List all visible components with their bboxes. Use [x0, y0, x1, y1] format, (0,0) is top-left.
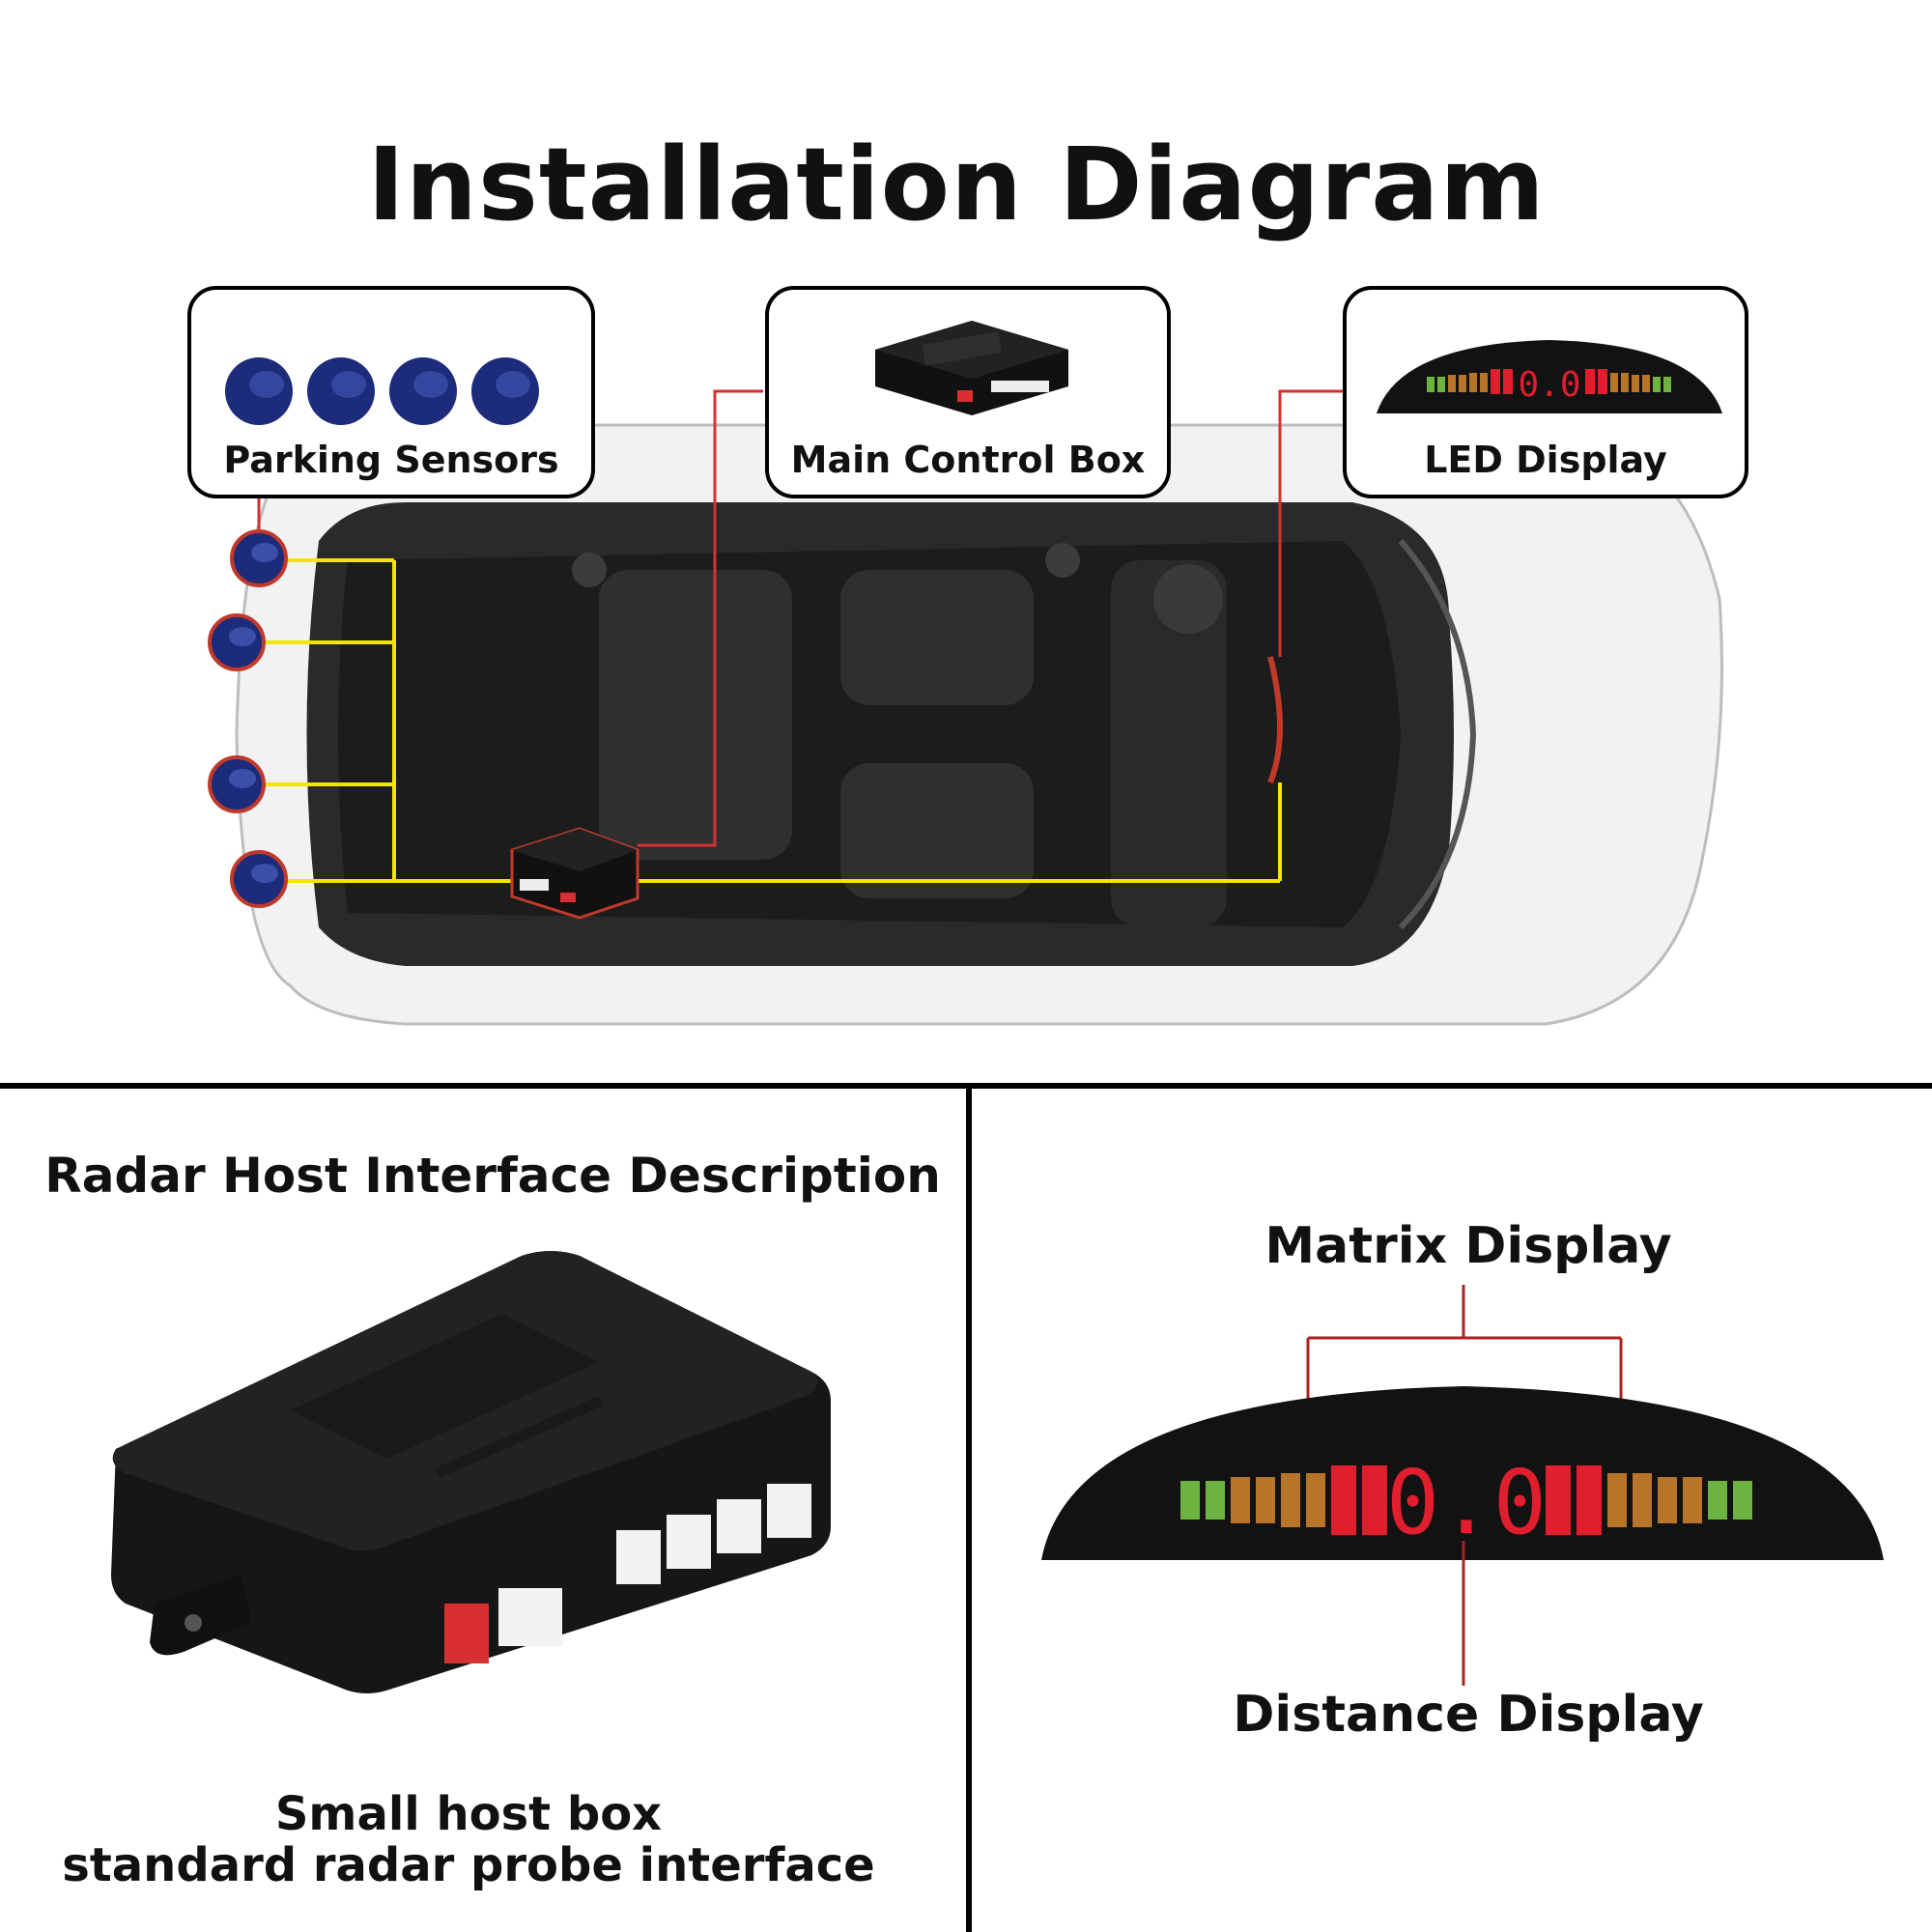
car-top-view — [235, 423, 1723, 1026]
sensor-icon — [208, 755, 266, 813]
distance-display-label: Distance Display — [1233, 1686, 1704, 1744]
led-display-reading: 0.0 — [1518, 365, 1580, 405]
interface-title: Radar Host Interface Description — [44, 1148, 941, 1204]
sensor-wiring — [261, 558, 1282, 883]
callout-led-display: 0.0 LED Display — [1343, 286, 1748, 498]
matrix-display-diagram: 0.0 — [1041, 1285, 1884, 1686]
led-display-label: LED Display — [1424, 439, 1667, 481]
callout-parking-sensors: Parking Sensors — [187, 286, 595, 498]
control-box-on-car — [510, 827, 639, 920]
parking-sensors-icon — [225, 357, 539, 425]
page-title: Installation Diagram — [367, 126, 1546, 243]
main-control-box-label: Main Control Box — [790, 439, 1146, 481]
led-display-icon: 0.0 — [1377, 340, 1722, 413]
sensor-port-b-icon — [667, 1515, 711, 1569]
control-box-icon — [875, 321, 1068, 415]
interface-caption: Small host box standard radar probe inte… — [39, 1789, 898, 1891]
installation-diagram — [208, 389, 1723, 1026]
parking-sensors-label: Parking Sensors — [223, 439, 559, 481]
radar-host-box-image — [111, 1251, 831, 1693]
mounting-tab-icon — [150, 1575, 251, 1656]
sensor-port-a-icon — [616, 1530, 661, 1584]
sensor-port-d-icon — [767, 1484, 811, 1538]
matrix-display-label: Matrix Display — [1264, 1217, 1672, 1275]
display-port-icon — [498, 1588, 562, 1646]
sensor-icon — [230, 529, 288, 587]
power-port-icon — [444, 1604, 489, 1663]
sensor-icon — [230, 850, 288, 908]
sensor-group-on-car — [208, 529, 288, 908]
sensor-port-c-icon — [717, 1499, 761, 1553]
distance-reading: 0.0 — [1386, 1451, 1547, 1554]
segment-bar — [1180, 1465, 1752, 1535]
interface-caption-line1: Small host box — [274, 1787, 663, 1841]
interface-caption-line2: standard radar probe interface — [62, 1837, 875, 1892]
callout-main-control-box: Main Control Box — [765, 286, 1171, 498]
vertical-divider — [966, 1086, 972, 1932]
sensor-icon — [208, 613, 266, 671]
leader-lines — [257, 389, 1343, 847]
